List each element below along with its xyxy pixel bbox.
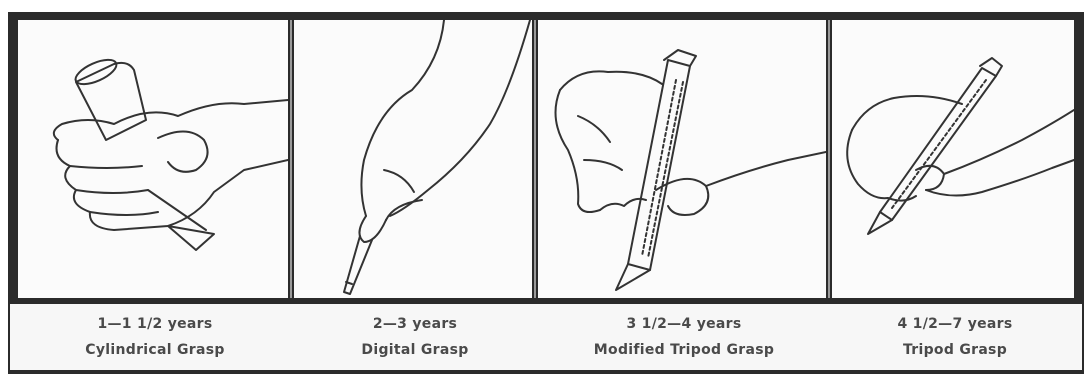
fist-crayon-illustration xyxy=(18,20,288,298)
illustration-row xyxy=(18,20,1074,298)
caption-stage-1: 1—1 1/2 years Cylindrical Grasp xyxy=(20,304,290,370)
stage-age-label: 4 1/2—7 years xyxy=(834,316,1076,332)
caption-stage-3: 3 1/2—4 years Modified Tripod Grasp xyxy=(540,304,828,370)
panel-divider xyxy=(534,20,536,298)
caption-row: 1—1 1/2 years Cylindrical Grasp 2—3 year… xyxy=(10,304,1082,370)
panel-digital-grasp xyxy=(294,20,532,298)
tripod-grasp-illustration xyxy=(832,20,1074,298)
caption-stage-4: 4 1/2—7 years Tripod Grasp xyxy=(834,304,1076,370)
stage-age-label: 1—1 1/2 years xyxy=(20,316,290,332)
modified-tripod-illustration xyxy=(538,20,826,298)
stage-grasp-label: Digital Grasp xyxy=(296,342,534,358)
stage-grasp-label: Modified Tripod Grasp xyxy=(540,342,828,358)
stage-age-label: 3 1/2—4 years xyxy=(540,316,828,332)
panel-modified-tripod-grasp xyxy=(538,20,826,298)
grasp-chart-frame: 1—1 1/2 years Cylindrical Grasp 2—3 year… xyxy=(8,12,1084,374)
stage-grasp-label: Cylindrical Grasp xyxy=(20,342,290,358)
stage-age-label: 2—3 years xyxy=(296,316,534,332)
panel-divider xyxy=(828,20,830,298)
digital-grasp-illustration xyxy=(294,20,532,298)
stage-grasp-label: Tripod Grasp xyxy=(834,342,1076,358)
caption-stage-2: 2—3 years Digital Grasp xyxy=(296,304,534,370)
panel-divider xyxy=(290,20,292,298)
panel-cylindrical-grasp xyxy=(18,20,288,298)
panel-tripod-grasp xyxy=(832,20,1074,298)
